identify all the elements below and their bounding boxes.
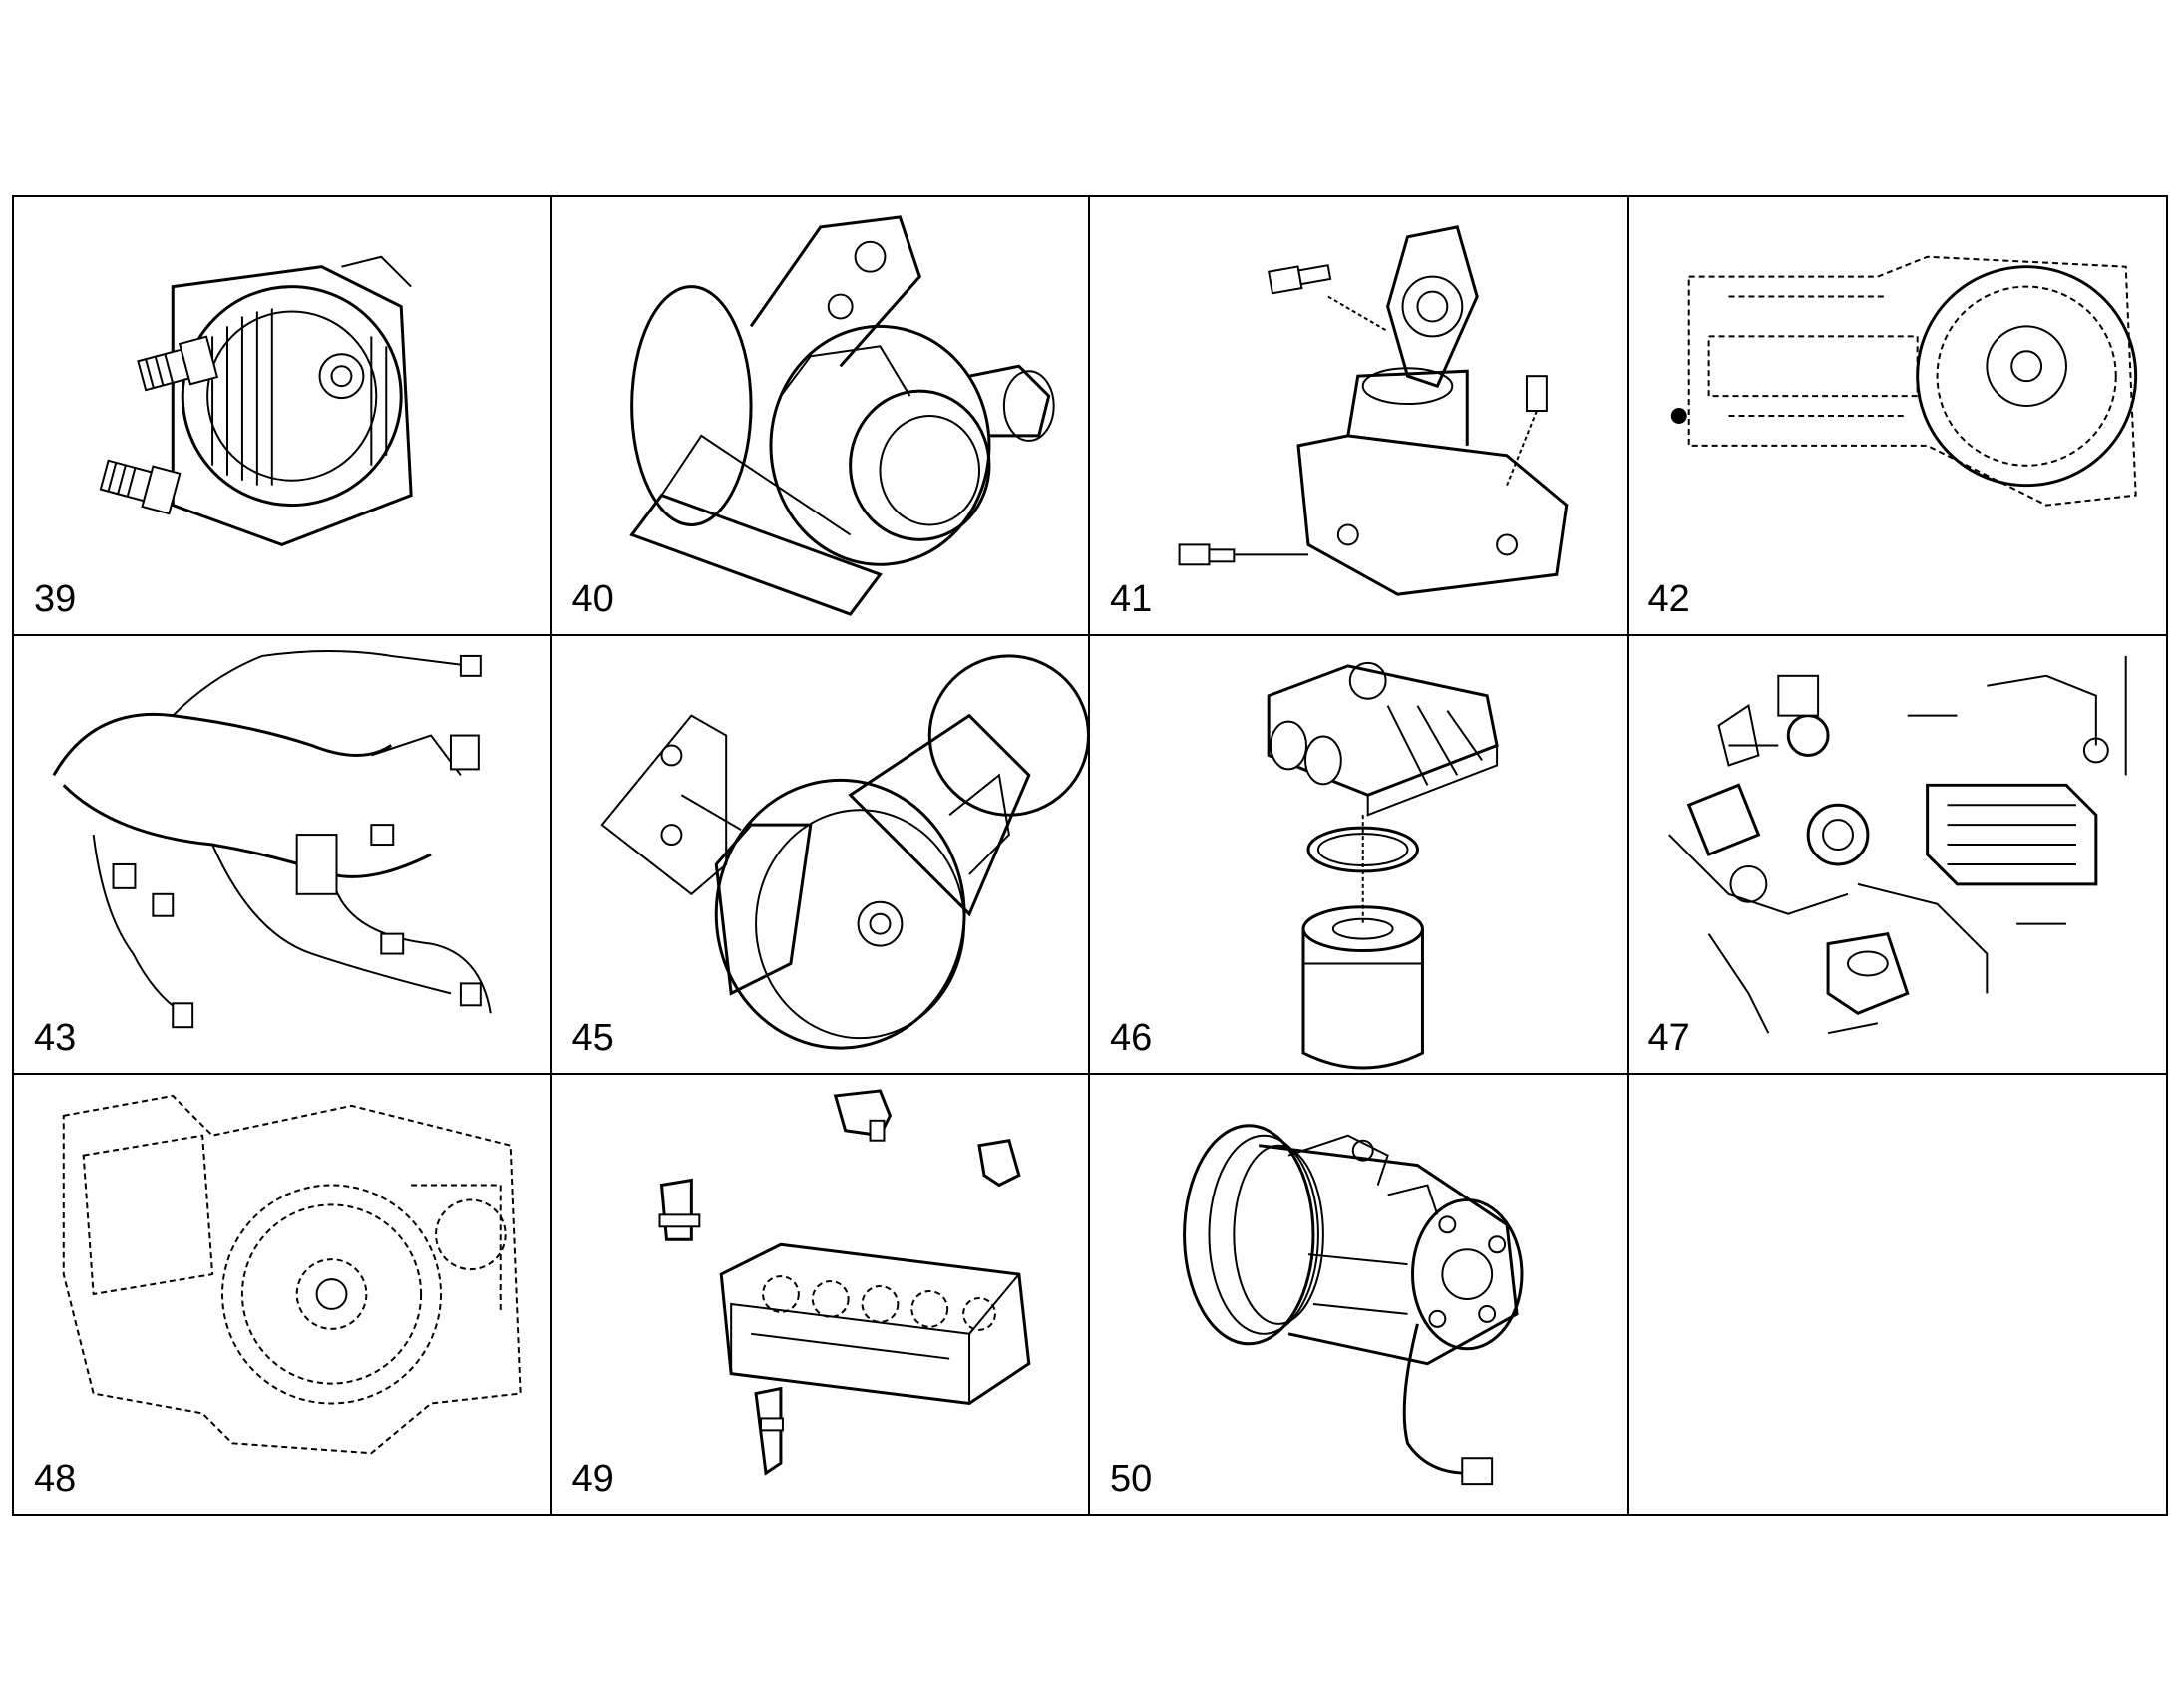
panel-number: 39: [34, 578, 77, 620]
cylinder-head-icon: [658, 1089, 1030, 1476]
flywheel-housing-icon: [1670, 255, 2137, 507]
panel-number: 40: [571, 578, 614, 620]
panel-number: 49: [571, 1458, 614, 1500]
ac-compressor-icon: [1183, 1124, 1524, 1486]
oil-filter-icon: [1267, 661, 1499, 1070]
panel-number: 45: [571, 1017, 614, 1059]
belt-tensioner-icon: [599, 654, 1088, 1050]
panel-empty: [1628, 1075, 2166, 1514]
panel-42[interactable]: 42: [1628, 197, 2166, 636]
panel-number: 42: [1647, 578, 1690, 620]
panel-number: 41: [1110, 578, 1153, 620]
panel-number: 48: [34, 1458, 77, 1500]
gear-housing-icon: [62, 1094, 522, 1455]
panel-43[interactable]: 43: [14, 636, 552, 1075]
panel-39[interactable]: 39: [14, 197, 552, 636]
panel-48[interactable]: 48: [14, 1075, 552, 1514]
panel-number: 50: [1110, 1458, 1153, 1500]
turbocharger-icon: [628, 215, 1055, 616]
parts-grid: 39 40: [12, 195, 2168, 1516]
egr-system-icon: [1667, 655, 2127, 1035]
thermostat-housing-icon: [1178, 225, 1569, 596]
panel-47[interactable]: 47: [1628, 636, 2166, 1075]
panel-40[interactable]: 40: [551, 197, 1090, 636]
panel-45[interactable]: 45: [551, 636, 1090, 1075]
panel-46[interactable]: 46: [1090, 636, 1629, 1075]
panel-50[interactable]: 50: [1090, 1075, 1629, 1514]
panel-49[interactable]: 49: [551, 1075, 1090, 1514]
panel-number: 46: [1110, 1017, 1153, 1059]
alternator-icon: [99, 255, 413, 546]
panel-number: 47: [1647, 1017, 1690, 1059]
panel-41[interactable]: 41: [1090, 197, 1629, 636]
wiring-harness-icon: [52, 649, 492, 1029]
panel-number: 43: [34, 1017, 77, 1059]
